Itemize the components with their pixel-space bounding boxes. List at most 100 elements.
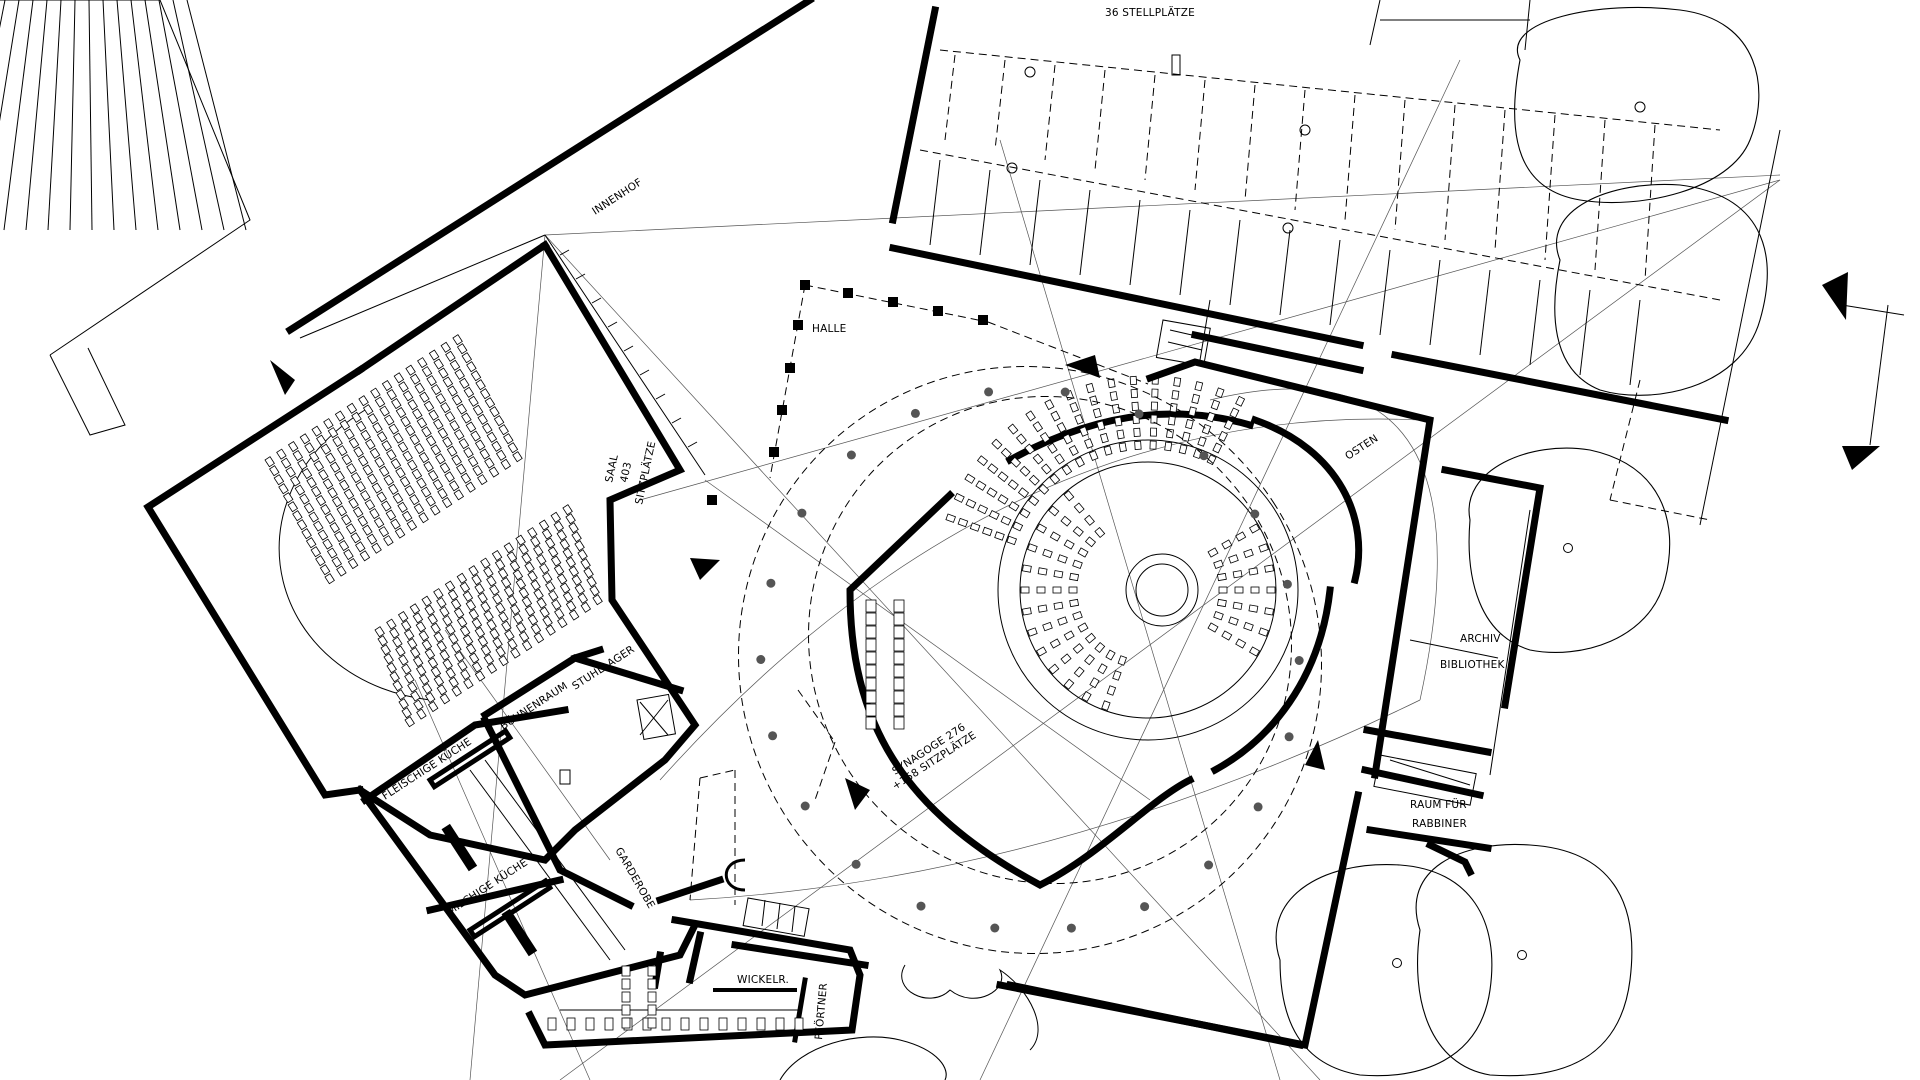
saal-seat <box>292 449 304 462</box>
saal-seat <box>308 451 320 463</box>
synagogue-seat <box>1114 416 1123 427</box>
saal-seat <box>553 564 565 576</box>
saal-seat <box>482 422 493 434</box>
synagogue-seat <box>988 510 1000 520</box>
column-dot-icon <box>1140 902 1150 912</box>
synagogue-seat <box>1072 611 1083 621</box>
saal-seat <box>430 504 441 516</box>
toilet-fixture <box>737 1017 747 1031</box>
saal-seat <box>465 421 477 433</box>
saal-seat <box>339 419 351 431</box>
saal-seat <box>392 492 404 504</box>
saal-seat <box>413 503 425 515</box>
saal-seat <box>313 460 325 472</box>
saal-seat <box>512 569 524 581</box>
synagogue-seat <box>1089 395 1099 406</box>
saal-seat <box>500 576 512 589</box>
synagogue-seat <box>1012 521 1024 532</box>
saal-seat <box>325 452 336 464</box>
tree-circle-icon <box>1517 950 1527 960</box>
synagogue-seat <box>1017 487 1030 499</box>
tick <box>559 249 570 256</box>
synagogue-seat <box>893 716 905 730</box>
toilet-fixture <box>621 1004 631 1016</box>
saal-seat <box>264 456 275 468</box>
saal-seat <box>495 449 507 461</box>
trees <box>779 6 1768 1080</box>
synagogue-seat <box>893 703 905 717</box>
synagogue-seat <box>997 494 1009 505</box>
column-dot-icon <box>766 578 776 588</box>
saal-seat <box>453 489 465 501</box>
saal-seat <box>418 512 429 524</box>
synagogue-seat <box>1050 410 1061 422</box>
parking-stall-line <box>1244 84 1256 201</box>
saal-seat <box>442 615 453 627</box>
saal-seat <box>565 600 577 612</box>
synagogue-seat <box>1213 611 1224 621</box>
saal-seat <box>465 481 476 493</box>
synagogue-seat <box>1206 411 1216 423</box>
saal-seat <box>299 493 310 505</box>
column-dot-icon <box>1199 451 1209 461</box>
saal-seat <box>304 442 315 454</box>
saal-seat <box>556 573 568 585</box>
saal-seat <box>308 511 319 523</box>
synagogue-seat <box>1028 474 1040 486</box>
saal-seat <box>400 415 411 428</box>
saal-seat <box>404 424 416 437</box>
hatch-line <box>186 0 247 231</box>
saal-seat <box>273 474 285 486</box>
synagogue-seat <box>1228 554 1239 564</box>
saal-seat <box>427 613 438 625</box>
saal-seat <box>285 466 296 478</box>
saal-seat <box>449 420 460 432</box>
synagogue-seat <box>865 664 877 678</box>
synagogue-seat <box>1049 638 1061 649</box>
saal-seat <box>472 404 484 416</box>
synagogue-seat <box>1234 586 1244 594</box>
saal-seat <box>371 542 382 554</box>
synagogue-seat <box>865 690 877 704</box>
synagogue-seat <box>1213 559 1224 569</box>
toilet-fixture <box>647 991 657 1003</box>
saal-seat <box>353 446 364 458</box>
synagogue-seat <box>865 638 877 652</box>
saal-seat <box>580 601 592 613</box>
synagogue-seat <box>1221 539 1233 550</box>
synagogue-seat <box>1248 646 1261 657</box>
saal-seat <box>539 606 550 618</box>
saal-seat <box>322 538 333 550</box>
synagogue-seat <box>1129 375 1138 386</box>
saal-seat <box>409 494 420 506</box>
saal-seat <box>436 597 447 609</box>
synagogue-seat <box>1212 442 1223 454</box>
saal-seat <box>474 626 486 638</box>
saal-seat <box>466 361 477 373</box>
saal-seat <box>398 698 409 710</box>
saal-seat <box>480 644 492 656</box>
saal-seat <box>583 567 594 579</box>
saal-seat <box>468 608 480 620</box>
saal-seat <box>439 649 450 661</box>
saal-seat <box>467 456 479 468</box>
saal-seat <box>301 528 312 540</box>
column-dot-icon <box>984 387 994 397</box>
saal-seat <box>419 391 430 403</box>
saal-seat <box>412 408 423 420</box>
saal-seat <box>498 655 509 667</box>
synagogue-seat <box>991 438 1003 450</box>
saal-seat <box>320 503 331 516</box>
saal-seat <box>518 630 530 643</box>
saal-seat <box>444 580 456 592</box>
synagogue-seat <box>1092 407 1102 419</box>
saal-seat <box>414 382 426 394</box>
saal-seat <box>397 610 409 623</box>
parking-stall-line <box>944 54 956 141</box>
saal-seat <box>310 546 322 558</box>
saal-seat <box>479 448 491 460</box>
saal-seat <box>440 402 451 414</box>
saal-seat <box>470 430 481 442</box>
saal-seat <box>530 536 541 548</box>
saal-seat <box>406 637 418 650</box>
